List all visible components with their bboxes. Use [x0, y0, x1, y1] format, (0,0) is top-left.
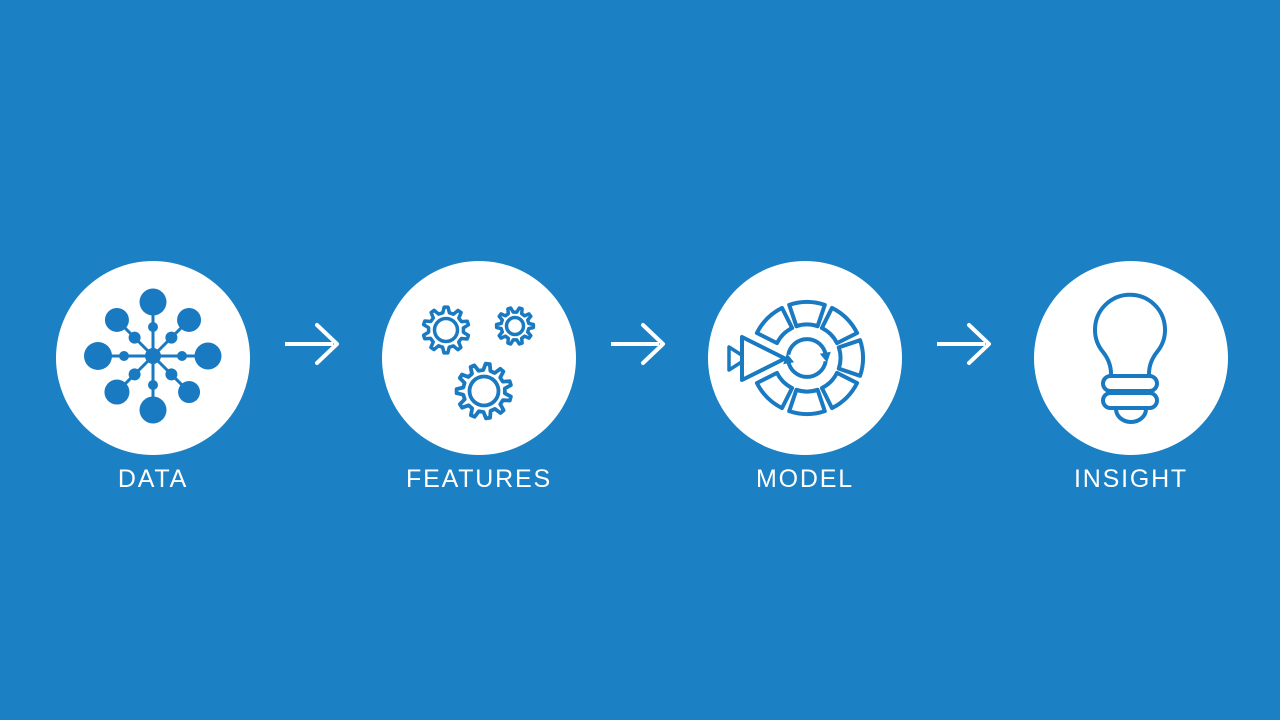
arrow-right-icon: [937, 323, 991, 365]
stage-data: DATA: [56, 261, 250, 501]
arrow-right-icon: [285, 323, 339, 365]
stage-insight: INSIGHT: [1034, 261, 1228, 501]
model-cycle-icon: [727, 299, 866, 417]
features-circle: [382, 261, 576, 455]
network-nodes-icon: [84, 288, 222, 424]
stage-label-features: FEATURES: [406, 465, 552, 493]
stage-features: FEATURES: [382, 261, 576, 501]
gears-icon: [421, 305, 536, 421]
arrow-right-icon: [611, 323, 665, 365]
stage-label-model: MODEL: [756, 465, 854, 493]
stage-label-data: DATA: [117, 465, 189, 493]
insight-circle: [1034, 261, 1228, 455]
model-circle: [708, 261, 902, 455]
stage-label-insight: INSIGHT: [1074, 465, 1188, 493]
stage-model: MODEL: [708, 261, 902, 501]
lightbulb-icon: [1093, 292, 1167, 424]
data-circle: [56, 261, 250, 455]
